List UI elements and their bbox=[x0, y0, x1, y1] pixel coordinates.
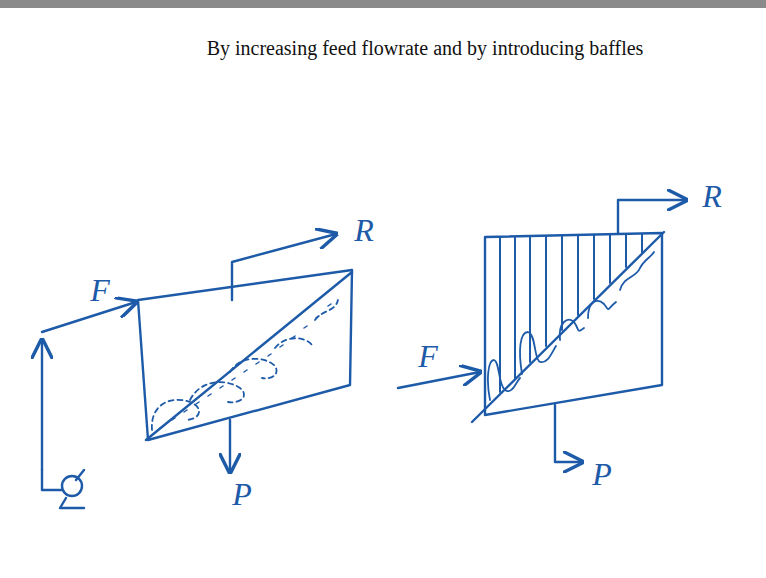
sketch-stroke bbox=[398, 372, 480, 388]
sketch-stroke bbox=[625, 234, 627, 267]
sketch-stroke bbox=[190, 382, 244, 402]
sketch-stroke bbox=[138, 270, 352, 440]
sketch-stroke bbox=[41, 340, 43, 470]
stream-label: F bbox=[418, 340, 438, 372]
sketch-stroke bbox=[641, 234, 643, 252]
sketch-stroke bbox=[152, 400, 199, 430]
sketch-stroke bbox=[588, 301, 616, 318]
slide-title: By increasing feed flowrate and by intro… bbox=[207, 37, 644, 60]
sketch-stroke bbox=[514, 237, 516, 378]
sketch-stroke bbox=[229, 420, 231, 472]
sketch-stroke bbox=[160, 304, 331, 428]
sketch-stroke bbox=[560, 320, 584, 340]
sketch-stroke bbox=[609, 235, 611, 283]
sketch-stroke bbox=[577, 236, 579, 315]
stream-label: P bbox=[232, 478, 252, 510]
top-bar bbox=[0, 0, 766, 8]
sketch-stroke bbox=[472, 232, 664, 422]
sketch-stroke bbox=[60, 470, 84, 508]
sketch-stroke bbox=[520, 332, 556, 374]
right-module bbox=[398, 200, 686, 462]
sketch-stroke bbox=[152, 300, 338, 430]
sketch-stroke bbox=[529, 237, 531, 362]
sketch-stroke bbox=[561, 236, 563, 330]
sketch-stroke bbox=[593, 235, 595, 299]
stream-label: R bbox=[354, 214, 374, 246]
sketch-stroke bbox=[160, 304, 331, 428]
sketch-stroke bbox=[620, 252, 654, 290]
stream-label: R bbox=[702, 180, 722, 212]
stream-label: F bbox=[90, 274, 110, 306]
sketch-stroke bbox=[62, 476, 82, 496]
sketch-stroke bbox=[500, 234, 642, 392]
stream-label: P bbox=[592, 458, 612, 490]
sketch-stroke bbox=[555, 405, 582, 462]
sketch-stroke bbox=[488, 252, 654, 400]
sketch-stroke bbox=[42, 302, 136, 332]
sketch-stroke bbox=[146, 272, 352, 440]
sketch-stroke bbox=[230, 359, 277, 379]
sketch-stroke bbox=[488, 360, 520, 400]
sketch-stroke bbox=[232, 234, 336, 300]
sketch-stroke bbox=[545, 237, 547, 346]
sketch-stroke bbox=[499, 237, 501, 392]
sketch-stroke bbox=[42, 470, 62, 490]
sketch-stroke bbox=[618, 200, 686, 233]
left-module bbox=[42, 234, 352, 508]
